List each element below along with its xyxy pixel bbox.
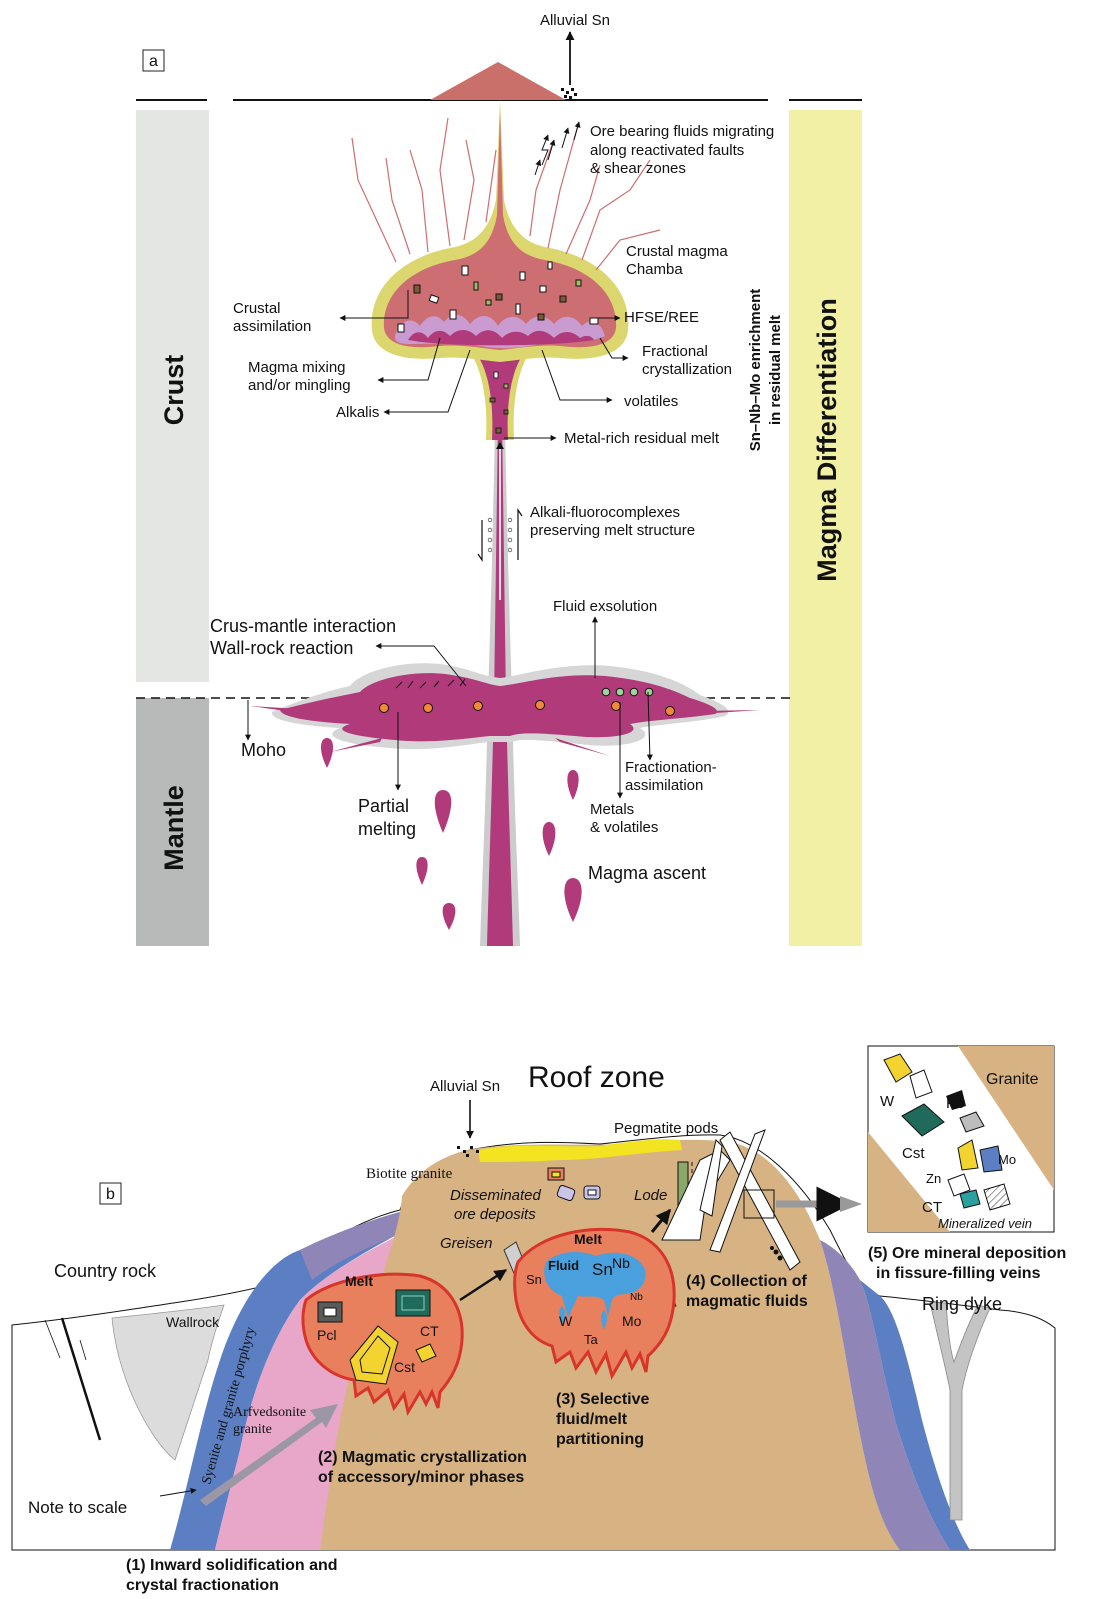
- panel-b-label: b: [106, 1186, 115, 1203]
- volcano-cone: [430, 62, 566, 100]
- stem-core: [478, 356, 522, 440]
- moho-label: Moho: [241, 740, 286, 760]
- crus-mantle-label-1: Crus-mantle interaction: [210, 616, 396, 636]
- step2-label-2: of accessory/minor phases: [318, 1469, 524, 1486]
- melt2-sn: Sn: [526, 1272, 542, 1287]
- volatiles-label: volatiles: [624, 393, 678, 410]
- fractional-label-2: crystallization: [642, 361, 732, 378]
- alkalis-label: Alkalis: [336, 404, 379, 421]
- melt2-fluid: Fluid: [548, 1258, 579, 1273]
- inset-vein: Mineralized vein: [938, 1216, 1032, 1231]
- chamber-label-2: Chamba: [626, 261, 683, 278]
- melt2-mo: Mo: [622, 1313, 642, 1329]
- melt1-cst: Cst: [394, 1359, 415, 1375]
- melt1-title: Melt: [345, 1273, 373, 1289]
- disseminated-label-1: Disseminated: [450, 1187, 542, 1204]
- ore-fluids-label-1: Ore bearing fluids migrating: [590, 123, 774, 140]
- step3-label-2: fluid/melt: [556, 1411, 628, 1428]
- melt2-w: W: [559, 1313, 573, 1329]
- step4-label-2: magmatic fluids: [686, 1293, 808, 1310]
- melt1-pcl: Pcl: [317, 1327, 336, 1343]
- crus-mantle-label-2: Wall-rock reaction: [210, 638, 353, 658]
- pegmatite-label: Pegmatite pods: [614, 1120, 718, 1137]
- alluvial-b-label: Alluvial Sn: [430, 1078, 500, 1095]
- hfse-label: HFSE/REE: [624, 309, 699, 326]
- step1-label-2: crystal fractionation: [126, 1577, 279, 1594]
- arfvedsonite-label-2: granite: [233, 1422, 272, 1437]
- enrichment-label-1: Sn–Nb–Mo enrichment: [747, 289, 764, 452]
- inset-cst: Cst: [902, 1145, 925, 1162]
- metals-label-2: & volatiles: [590, 819, 658, 836]
- step1-label-1: (1) Inward solidification and: [126, 1557, 338, 1574]
- roof-zone-label: Roof zone: [528, 1061, 665, 1094]
- fluid-exsolution-label: Fluid exsolution: [553, 598, 657, 615]
- magma-mixing-label-1: Magma mixing: [248, 359, 346, 376]
- alkali-fluoro-label-1: Alkali-fluorocomplexes: [530, 504, 680, 521]
- arfvedsonite-label-1: Arfvedsonite: [233, 1405, 306, 1420]
- ore-fluid-paths: [535, 122, 579, 175]
- fractionation-label-1: Fractionation-: [625, 759, 717, 776]
- note-label: Note to scale: [28, 1498, 127, 1517]
- panel-a: Crust Mantle Magma Differentiation a All…: [136, 12, 862, 946]
- step5-label-1: (5) Ore mineral deposition: [868, 1245, 1066, 1262]
- crust-bar-label: Crust: [159, 355, 189, 426]
- inset-ct: CT: [922, 1199, 942, 1216]
- inset-pb: Pb: [946, 1095, 964, 1112]
- disseminated-label-2: ore deposits: [454, 1206, 536, 1223]
- step3-label-3: partitioning: [556, 1431, 644, 1448]
- alkali-fluoro-label-2: preserving melt structure: [530, 522, 695, 539]
- alluvial-sn-label: Alluvial Sn: [540, 12, 610, 29]
- greisen-label: Greisen: [440, 1235, 493, 1252]
- differentiation-bar-label: Magma Differentiation: [812, 298, 842, 582]
- chamber-body: [384, 110, 616, 350]
- melt2-title: Melt: [574, 1231, 602, 1247]
- step4-label-1: (4) Collection of: [686, 1273, 808, 1290]
- melt1-ct: CT: [420, 1323, 439, 1339]
- ore-fluids-label-3: & shear zones: [590, 160, 686, 177]
- biotite-label: Biotite granite: [366, 1166, 453, 1182]
- partial-melting-label-1: Partial: [358, 796, 409, 816]
- melt2-nb: Nb: [612, 1255, 630, 1271]
- inset-granite: Granite: [986, 1071, 1039, 1088]
- chamber-label-1: Crustal magma: [626, 243, 728, 260]
- fractionation-label-2: assimilation: [625, 777, 703, 794]
- magma-ascent-label: Magma ascent: [588, 863, 706, 883]
- crustal-assimilation-label-1: Crustal: [233, 300, 281, 317]
- inset-zn: Zn: [926, 1171, 941, 1186]
- fractional-label-1: Fractional: [642, 343, 708, 360]
- melt2-nb-small: Nb: [630, 1292, 643, 1303]
- step2-label-1: (2) Magmatic crystallization: [318, 1449, 527, 1466]
- ore-fluids-label-2: along reactivated faults: [590, 142, 744, 159]
- partial-melting-label-2: melting: [358, 819, 416, 839]
- lode-label: Lode: [634, 1187, 667, 1204]
- magma-mixing-label-2: and/or mingling: [248, 377, 351, 394]
- inset-pointer-head: [840, 1196, 862, 1212]
- melt2-ta: Ta: [584, 1332, 599, 1347]
- step3-label-1: (3) Selective: [556, 1391, 649, 1408]
- melt2-sn-big: Sn: [592, 1260, 613, 1279]
- enrichment-label-2: in residual melt: [767, 315, 784, 425]
- inset-mo: Mo: [998, 1152, 1016, 1167]
- panel-a-label: a: [149, 53, 158, 70]
- crustal-assimilation-label-2: assimilation: [233, 318, 311, 335]
- panel-b: b Roof zone Alluvial Sn Pegmatite pods B…: [12, 1046, 1066, 1594]
- metal-rich-label: Metal-rich residual melt: [564, 430, 720, 447]
- metals-label-1: Metals: [590, 801, 634, 818]
- mantle-bar-label: Mantle: [159, 785, 189, 871]
- wallrock-label: Wallrock: [166, 1314, 220, 1330]
- alluvial-grains: [561, 88, 577, 99]
- inset-w: W: [880, 1093, 895, 1110]
- country-rock-label: Country rock: [54, 1261, 157, 1281]
- step5-label-2: in fissure-filling veins: [876, 1265, 1041, 1282]
- ring-dyke-label: Ring dyke: [922, 1294, 1002, 1314]
